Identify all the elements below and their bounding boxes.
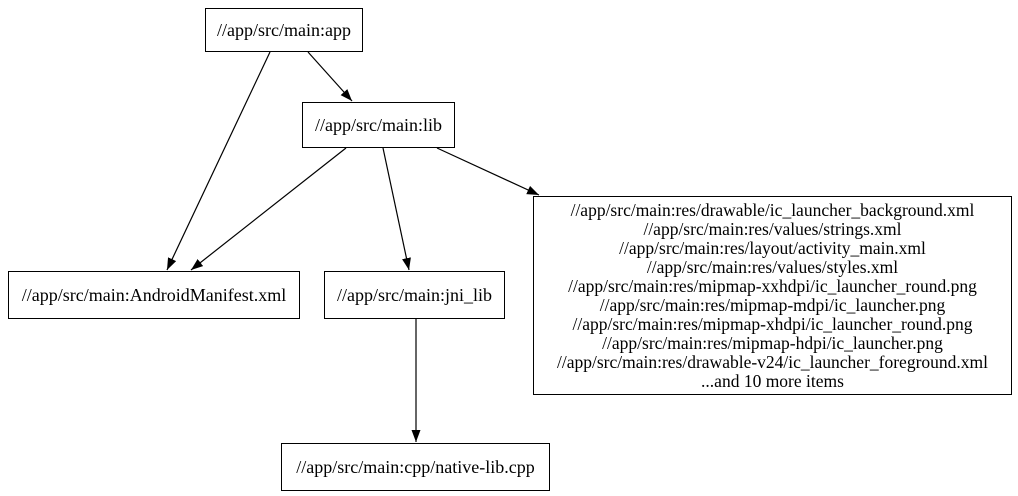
res-file-line: //app/src/main:res/mipmap-xhdpi/ic_launc… bbox=[572, 313, 973, 334]
graph-node-android-manifest: //app/src/main:AndroidManifest.xml bbox=[8, 271, 300, 319]
edge-lib-to-jni-lib bbox=[382, 147, 411, 271]
graph-node-app-label: //app/src/main:app bbox=[217, 19, 351, 40]
graph-node-res-files: //app/src/main:res/drawable/ic_launcher_… bbox=[533, 196, 1012, 395]
graph-node-jni-lib: //app/src/main:jni_lib bbox=[324, 271, 505, 319]
edge-lib-to-manifest bbox=[190, 147, 347, 271]
res-file-line: //app/src/main:res/values/strings.xml bbox=[643, 218, 902, 239]
edge-lib-to-res bbox=[436, 147, 540, 196]
res-file-line: //app/src/main:res/mipmap-hdpi/ic_launch… bbox=[602, 332, 943, 353]
graph-node-native-lib-cpp: //app/src/main:cpp/native-lib.cpp bbox=[281, 443, 550, 491]
res-file-line: //app/src/main:res/mipmap-mdpi/ic_launch… bbox=[599, 294, 946, 315]
edge-app-to-manifest bbox=[166, 51, 271, 271]
res-file-line: //app/src/main:res/layout/activity_main.… bbox=[619, 237, 926, 258]
graph-node-app: //app/src/main:app bbox=[205, 8, 363, 52]
res-file-line: //app/src/main:res/mipmap-xxhdpi/ic_laun… bbox=[568, 275, 977, 296]
res-more-items-line: ...and 10 more items bbox=[701, 370, 844, 391]
res-file-line: //app/src/main:res/drawable/ic_launcher_… bbox=[570, 199, 975, 220]
graph-node-native-lib-cpp-label: //app/src/main:cpp/native-lib.cpp bbox=[296, 456, 535, 477]
res-file-line: //app/src/main:res/drawable-v24/ic_launc… bbox=[556, 351, 989, 372]
graph-node-android-manifest-label: //app/src/main:AndroidManifest.xml bbox=[21, 284, 287, 305]
res-file-line: //app/src/main:res/values/styles.xml bbox=[646, 256, 899, 277]
graph-node-lib: //app/src/main:lib bbox=[302, 102, 455, 148]
edge-app-to-lib bbox=[307, 51, 353, 102]
graph-node-jni-lib-label: //app/src/main:jni_lib bbox=[337, 284, 492, 305]
graph-node-lib-label: //app/src/main:lib bbox=[315, 114, 442, 135]
